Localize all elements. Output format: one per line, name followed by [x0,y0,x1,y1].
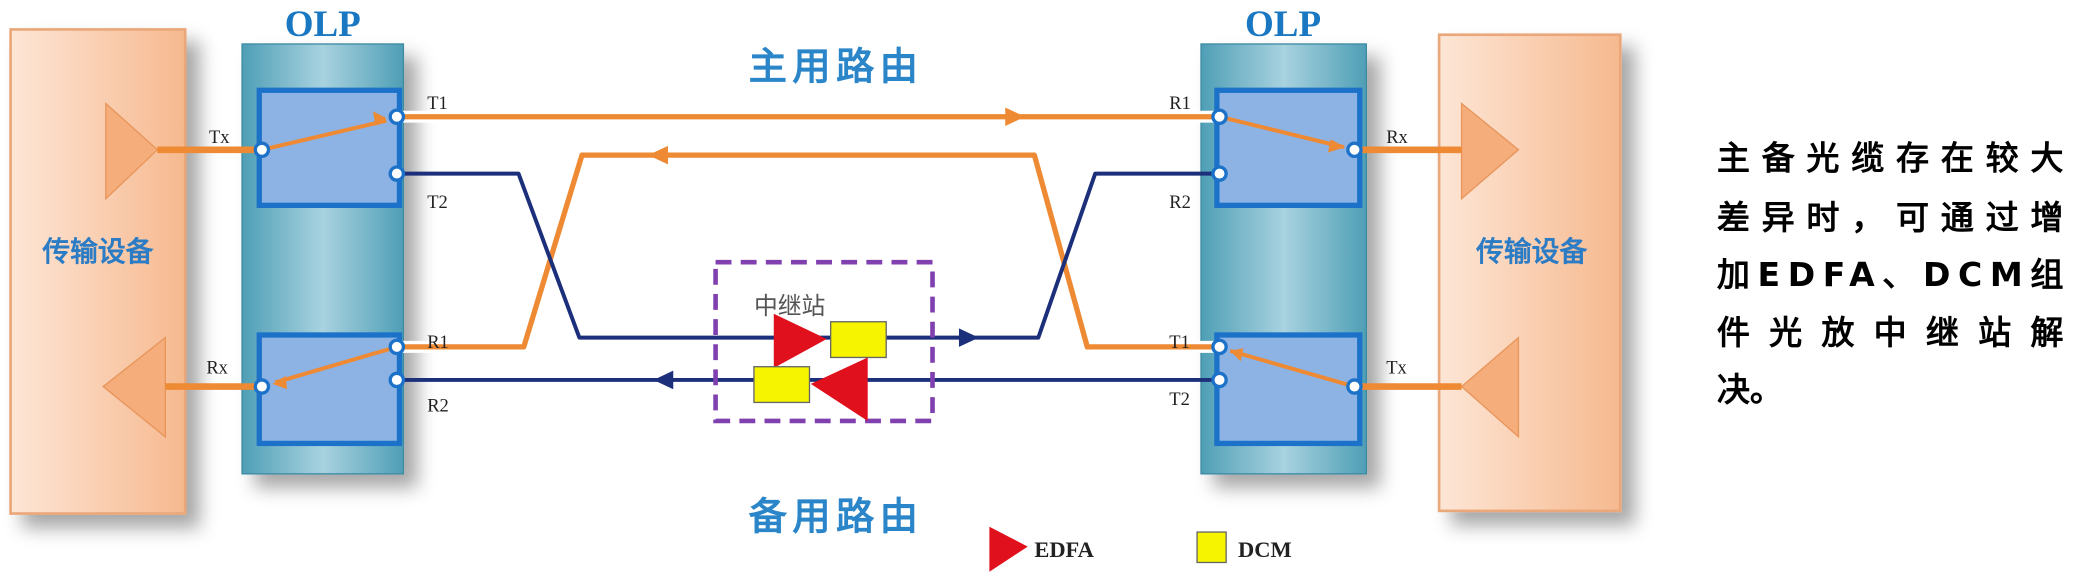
arrow-left-icon [1230,348,1244,362]
right-t1-label: T1 [1169,333,1190,353]
left-t2-label: T2 [427,193,448,213]
edfa-icon [773,313,827,369]
arrow-right-icon [1327,139,1346,153]
description-line: 决。 [1717,370,1783,409]
description-line: 加EDFA、DCM组 [1717,255,2064,294]
dcm-icon [753,366,811,404]
tx-optical-switch [256,87,403,208]
edfa-icon [810,357,868,421]
tx-amplifier-icon [1460,336,1520,439]
right-olp: OLP [1200,4,1368,475]
description-line: 件光放中继站解 [1717,313,2064,352]
primary-fiber-return [396,152,1220,350]
right-tx-label: Tx [1386,358,1407,378]
dcm-legend-icon [1196,531,1227,564]
legend: EDFA DCM [989,526,1292,572]
direction-arrows [272,107,1346,390]
arrow-right-icon [1005,107,1026,126]
left-olp-label: OLP [285,4,361,45]
arrow-left-icon [648,145,668,165]
left-r2-label: R2 [427,397,449,417]
right-transmission-device: 传输设备 [1437,33,1622,513]
arrow-right-icon [958,328,979,347]
arrow-left-icon [272,375,288,390]
relay-station: 中继站 [713,259,935,424]
dcm-legend-label: DCM [1238,537,1292,562]
dcm-icon [829,321,887,359]
tx-amplifier-icon [105,102,159,201]
right-device-label: 传输设备 [1475,235,1588,268]
description-text: 主备光缆存在较大 差异时，可通过增 加EDFA、DCM组 件光放中继站解 决。 [1717,139,2064,409]
fiber-links [157,110,1462,390]
left-transmission-device: 传输设备 [9,28,187,515]
primary-route-label: 主用路由 [749,45,924,90]
right-olp-label: OLP [1245,4,1321,45]
relay-station-label: 中继站 [754,292,825,320]
left-tx-label: Tx [209,128,230,148]
arrow-right-icon [373,111,387,126]
description-line: 主备光缆存在较大 [1717,139,2064,178]
left-device-label: 传输设备 [41,235,154,268]
right-r2-label: R2 [1169,193,1191,213]
left-olp: OLP [241,4,405,475]
right-t2-label: T2 [1169,390,1190,410]
edfa-legend-icon [989,526,1028,572]
right-rx-label: Rx [1386,128,1408,148]
ports [253,108,1363,395]
description-line: 差异时，可通过增 [1717,198,2064,237]
arrow-left-icon [653,370,674,390]
left-t1-label: T1 [427,94,448,114]
left-r1-label: R1 [427,333,449,353]
edfa-legend-label: EDFA [1034,537,1094,562]
left-rx-label: Rx [206,358,228,378]
backup-route-label: 备用路由 [749,494,924,539]
right-r1-label: R1 [1169,94,1191,114]
